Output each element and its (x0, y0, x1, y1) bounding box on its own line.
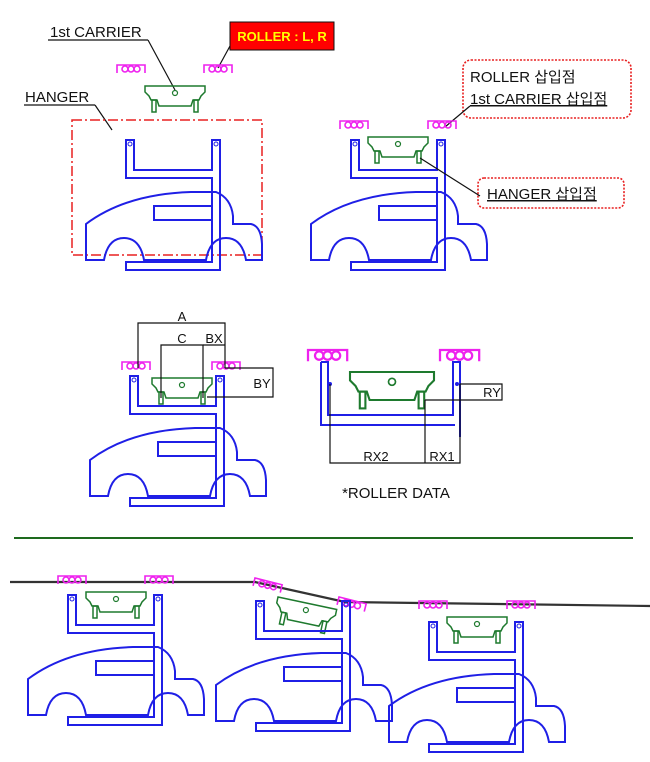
first-carrier (144, 85, 206, 113)
roller-right (438, 348, 481, 363)
hanger-insert-box (477, 177, 625, 209)
first-carrier-leader (147, 39, 176, 91)
dim-c-label: C (177, 331, 186, 346)
car-with-hanger (89, 375, 267, 507)
roller-left (339, 120, 369, 130)
pin-right (455, 382, 459, 386)
roller-left (116, 64, 146, 74)
dim-ry-label: RY (483, 385, 501, 400)
panel-exploded-view: 1st CARRIER ROLLER : L, R HANGER (24, 21, 335, 271)
first-carrier (367, 136, 429, 164)
hanger-frame-outer (320, 362, 455, 426)
hanger-label: HANGER (25, 89, 89, 106)
roller-left (121, 361, 151, 371)
hanger-leader (94, 104, 113, 131)
dim-bx-label: BX (205, 331, 223, 346)
conveyor-rail (10, 580, 650, 608)
roller-data-caption: *ROLLER DATA (342, 485, 450, 502)
hanger-frame (321, 361, 461, 437)
dim-ry-line (425, 383, 503, 401)
dim-by-line (207, 367, 274, 398)
car-with-hanger (27, 594, 205, 726)
dim-by-label: BY (253, 376, 271, 391)
roller-right (203, 64, 233, 74)
first-carrier (348, 370, 436, 410)
car-with-hanger (388, 621, 566, 753)
panel-insert-points: ROLLER 삽입점 1st CARRIER 삽입점 HANGER 삽입점 (310, 59, 632, 271)
first-carrier (85, 591, 147, 619)
first-carrier-label: 1st CARRIER (50, 24, 142, 41)
hanger-insert-leader (419, 157, 481, 197)
panel-roller-data: RX2 RX1 RY *ROLLER DATA (306, 348, 503, 502)
dim-a-label: A (178, 309, 187, 324)
car-with-hanger (310, 139, 488, 271)
roller-right (211, 361, 241, 371)
hanger-highlight-box (71, 119, 263, 256)
car-with-hanger (215, 600, 393, 732)
first-carrier (446, 616, 508, 644)
roller-left (306, 348, 349, 363)
panel-carrier-dimensions: A C BX BY (89, 309, 274, 507)
panel-conveyor-sequence (10, 575, 650, 753)
roller-badge-text: ROLLER : L, R (237, 29, 327, 44)
roller-right (427, 120, 457, 130)
first-carrier (271, 596, 338, 636)
dim-c-line (160, 344, 204, 398)
dim-rx1-label: RX1 (429, 449, 454, 464)
roller-badge (229, 21, 335, 51)
car-with-hanger (85, 139, 263, 271)
dim-rx2-label: RX2 (363, 449, 388, 464)
dim-rx2-line (329, 384, 461, 464)
hanger-insert-point-label: HANGER 삽입점 (487, 186, 597, 203)
roller-insert-point-label: ROLLER 삽입점 (470, 69, 576, 86)
roller-carrier-insert-box (462, 59, 632, 119)
carrier-insert-point-label: 1st CARRIER 삽입점 (470, 91, 607, 108)
insert-point-leader (444, 105, 471, 128)
